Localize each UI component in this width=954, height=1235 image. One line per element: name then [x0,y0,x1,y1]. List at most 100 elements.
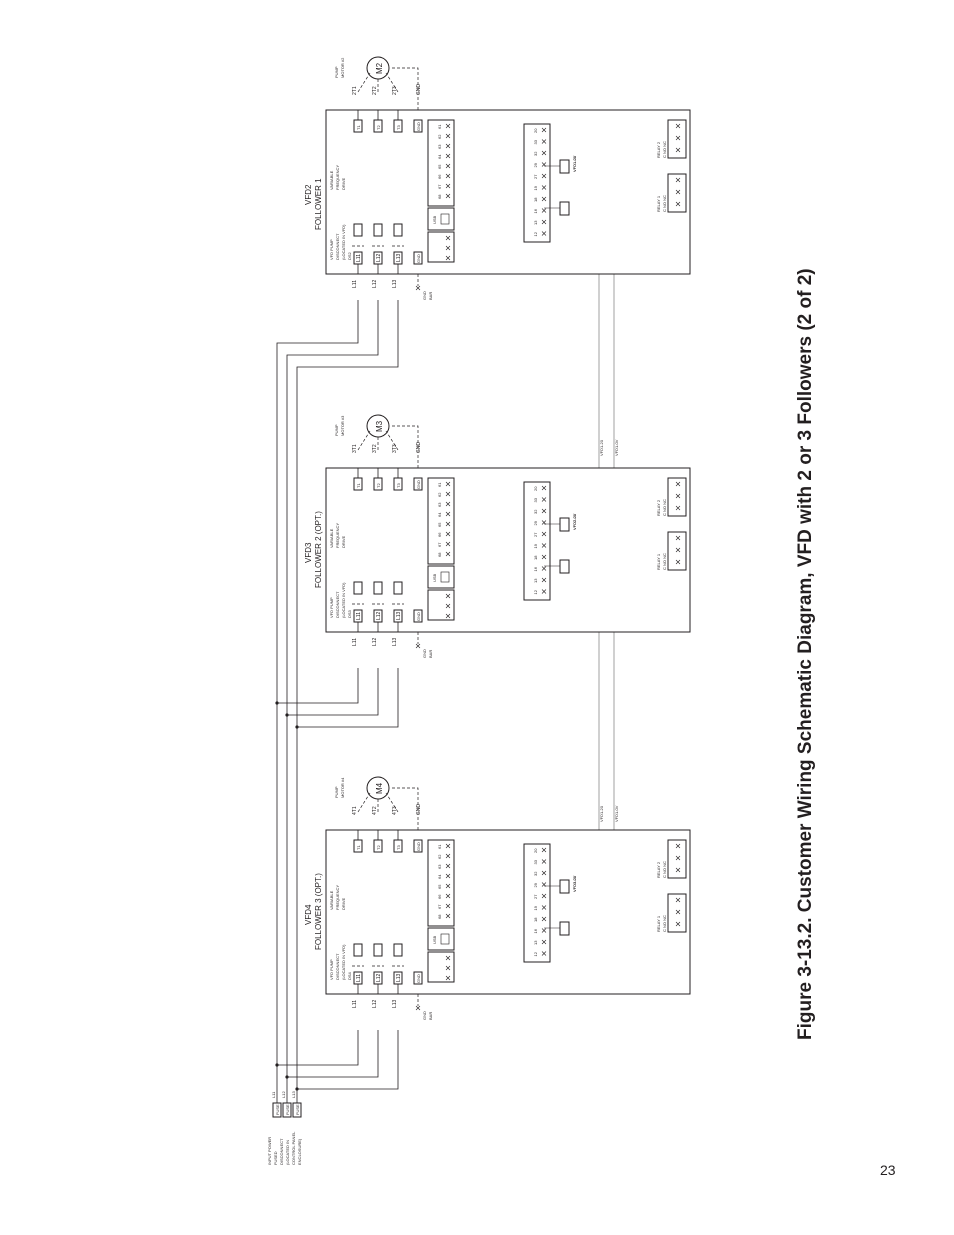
motor-lead-label: 4T2 [372,806,378,815]
junction-dot [285,713,289,717]
screw-terminal-icon [675,135,681,141]
screw-terminal-icon [541,127,547,133]
gnd-terminal-label: GND [416,480,421,489]
screw-terminal-icon [415,643,421,649]
junction-dot [295,725,299,729]
output-terminal-label: T2 [376,845,381,850]
screw-terminal-icon [445,521,451,527]
screw-terminal-icon [675,147,681,153]
wire-label-vfd3-20: VFD1-20 [599,439,604,456]
page-number: 23 [880,1162,896,1178]
control-terminal-label: 19 [533,905,538,910]
bus-l12 [286,300,379,1103]
interlock-contact [559,879,570,894]
wire-label-vfd3-0v: VFD1-0V [614,439,619,456]
screw-terminal-icon [445,913,451,919]
motor-connection [357,430,399,451]
drive-role: FOLLOWER 3 (OPT.) [314,873,323,950]
screw-terminal-icon [445,173,451,179]
input-power-label-1: INPUT POWER [267,1137,272,1165]
input-terminal [353,943,363,957]
drive-enclosure [325,467,691,633]
usb-label: USB [432,935,437,944]
input-line-l11: L11 [271,1091,276,1098]
gnd-terminal [413,971,423,985]
upper-terminal-label: 62 [437,492,442,497]
screw-terminal-icon [675,559,681,565]
upper-terminal-label: 67 [437,184,442,189]
interlock-contact [559,517,570,532]
disconnect-label: (LOCATED IN VFD) [341,224,346,260]
screw-terminal-icon [445,893,451,899]
screw-terminal-icon [541,939,547,945]
input-terminal [393,223,403,237]
gnd-terminal-label: GND [416,974,421,983]
screw-terminal-icon [675,897,681,903]
interlock-wire [544,885,560,929]
control-terminal-label: 27 [533,174,538,179]
wire-label-vfd2-20: VFD1-20 [599,805,604,822]
line-label: L11 [352,638,358,646]
tap-vfd2-l12 [287,1030,379,1078]
screw-terminal-icon [445,133,451,139]
junction-dot [275,1063,279,1067]
terminal-strip-upper [427,119,455,207]
bus-l11 [276,300,359,1103]
screw-terminal-icon [445,183,451,189]
control-terminal-label: 19 [533,543,538,548]
screw-terminal-icon [541,173,547,179]
control-terminal-label: 13 [533,220,538,225]
terminal-strip-analog [427,589,455,621]
control-terminal-label: 32 [533,151,538,156]
screw-terminal-icon [541,497,547,502]
motor-lead-label: 3T2 [372,444,378,453]
control-terminal-label: 18 [533,917,538,922]
screw-terminal-icon [541,554,547,560]
input-terminal [373,223,383,237]
upper-terminal-label: 63 [437,144,442,149]
drive-name-line: DRIVE [341,897,346,910]
input-power: INPUT POWER FUSED DISCONNECT (LOCATED IN… [267,130,619,1165]
screw-terminal-icon [445,613,451,619]
screw-terminal-icon [445,883,451,889]
usb-icon [440,213,450,225]
motor-ground-wire [392,787,419,830]
gnd-terminal-label: GND [416,122,421,131]
motor-lead-label: 4T3 [392,806,398,815]
tap-vfd3-l12 [287,668,379,716]
screw-terminal-icon [445,843,451,849]
tap-vfd3-l13 [297,668,399,728]
output-terminal-label: T2 [376,483,381,488]
relay-2-label: RELAY 2 [656,499,661,516]
screw-terminal-icon [541,577,547,583]
upper-terminal-label: 61 [437,124,442,129]
screw-terminal-icon [541,485,547,491]
control-terminal-label: 12 [533,951,538,956]
disconnect-label: DISCONNECT [335,953,340,980]
disconnect-label: VFD PUMP [329,959,334,980]
screw-terminal-icon [541,589,547,594]
input-line-l13: L13 [291,1091,296,1098]
screw-terminal-icon [541,951,547,956]
screw-terminal-icon [541,219,547,225]
motor-lead-label: 3T3 [392,444,398,453]
screw-terminal-icon [445,955,451,961]
terminal-strip-upper [427,477,455,565]
control-terminal-label: 33 [533,139,538,144]
output-terminal-label: T1 [356,483,361,488]
screw-terminal-icon [541,150,547,156]
input-power-label-6: ENCLOSURE) [297,1138,302,1165]
screw-terminal-icon [445,235,451,241]
disconnect-label: VFD PUMP [329,597,334,618]
screw-terminal-icon [541,208,547,213]
control-terminal-label: 13 [533,940,538,945]
drive-name-line: DRIVE [341,177,346,190]
input-power-label-4: (LOCATED IN [285,1140,290,1165]
drive-name-line: FREQUENCY [335,165,340,190]
disconnect-label: DISCONNECT [335,591,340,618]
junction-dot [295,1087,299,1091]
motor-id: M3 [375,420,384,432]
